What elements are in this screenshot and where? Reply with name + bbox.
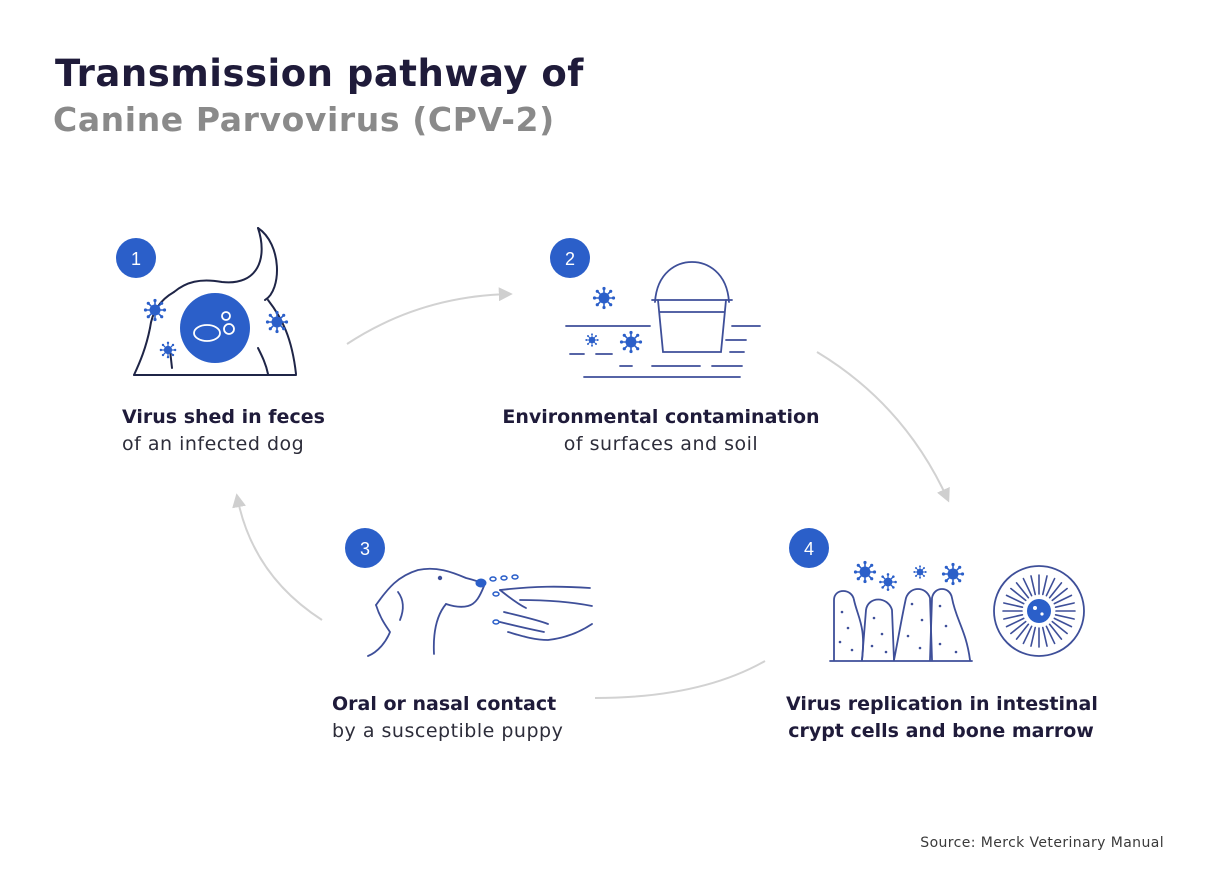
arrow-2-to-4: [816, 351, 950, 503]
arrow-1-to-2: [346, 287, 513, 345]
step-number-3: 3: [360, 539, 370, 559]
step-2-title: Environmental contamination: [502, 406, 820, 428]
step-3-title: Oral or nasal contact: [332, 693, 557, 715]
step-4-title: Virus replication in intestinal: [786, 693, 1098, 715]
step-label-4: Virus replication in intestinal crypt ce…: [786, 691, 1098, 745]
page-title: Transmission pathway of: [55, 52, 584, 95]
step-2-description: of surfaces and soil: [563, 433, 759, 455]
step-number-2: 2: [565, 249, 575, 269]
step-1-title: Virus shed in feces: [122, 406, 325, 428]
step-1-description: of an infected dog: [122, 433, 305, 455]
arrow-3-to-1: [232, 493, 323, 621]
step-3-description: by a susceptible puppy: [332, 720, 564, 742]
intestinal-crypt-cells-icon: [829, 560, 1085, 662]
step-label-3: Oral or nasal contact by a susceptible p…: [332, 691, 563, 745]
page-subtitle: Canine Parvovirus (CPV-2): [53, 100, 555, 139]
step-number-1: 1: [131, 249, 141, 269]
source-credit: Source: Merck Veterinary Manual: [920, 835, 1164, 851]
bucket-contamination-icon: [565, 261, 761, 378]
step-badge-3: 3: [345, 528, 385, 568]
step-badge-2: 2: [550, 238, 590, 278]
step-label-1: Virus shed in feces of an infected dog: [122, 404, 325, 458]
step-4-description: crypt cells and bone marrow: [788, 720, 1094, 742]
step-label-2: Environmental contamination of surfaces …: [501, 404, 821, 458]
step-badge-1: 1: [116, 238, 156, 278]
infected-dog-feces-icon: [133, 227, 297, 376]
step-number-4: 4: [804, 539, 814, 559]
arrow-4-to-3: [594, 660, 766, 699]
puppy-sniffing-hand-icon: [367, 567, 593, 657]
step-badge-4: 4: [789, 528, 829, 568]
